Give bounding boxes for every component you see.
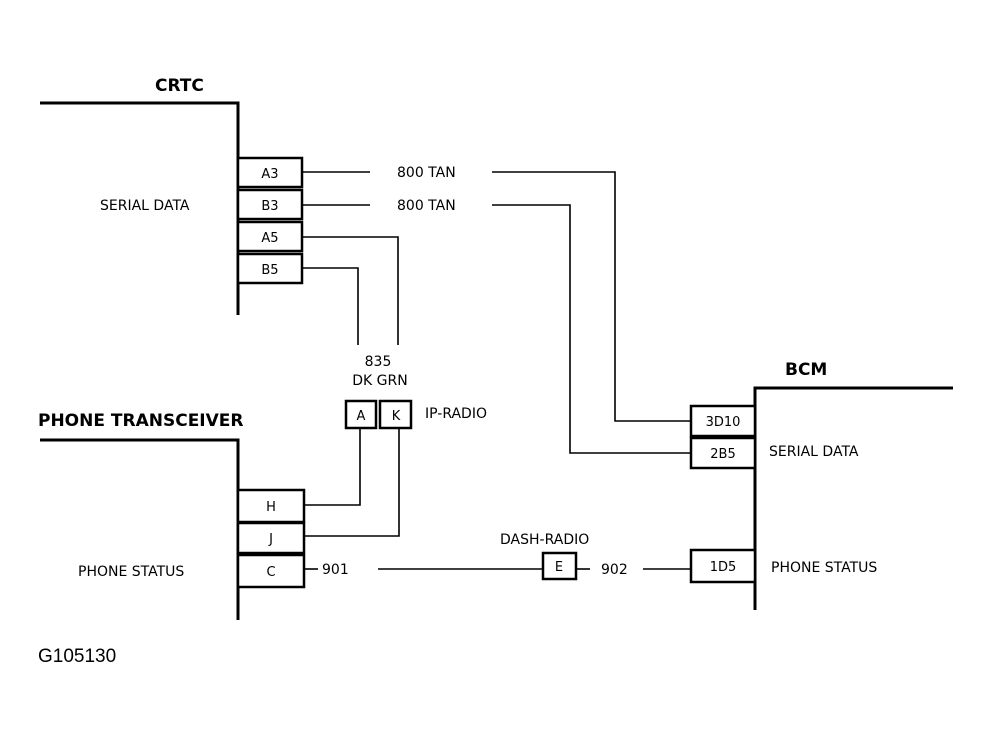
svg-text:B3: B3 xyxy=(261,199,278,214)
wire-a3-to-3d10: 800 TAN xyxy=(302,165,691,422)
svg-text:H: H xyxy=(266,500,276,515)
phone-status-label: PHONE STATUS xyxy=(78,564,184,580)
svg-text:3D10: 3D10 xyxy=(706,415,741,430)
bcm-phone-status-label: PHONE STATUS xyxy=(771,560,877,576)
crtc-pin-a3: A3 xyxy=(236,156,304,189)
svg-text:A5: A5 xyxy=(261,231,278,246)
svg-text:1D5: 1D5 xyxy=(710,560,737,575)
phone-transceiver-title: PHONE TRANSCEIVER xyxy=(38,411,244,431)
bcm-pin-3d10: 3D10 xyxy=(689,404,757,438)
wire-b3-to-2b5: 800 TAN xyxy=(302,198,691,454)
svg-text:A3: A3 xyxy=(261,167,278,182)
bcm-module: BCM SERIAL DATA PHONE STATUS 3D10 2B5 1D… xyxy=(689,360,953,610)
svg-text:C: C xyxy=(266,565,275,580)
dash-radio-connector: E DASH-RADIO xyxy=(500,532,589,581)
wire-dash-radio-to-1d5: 902 xyxy=(576,562,691,578)
wire-label-800-tan-a3: 800 TAN xyxy=(397,165,456,181)
wire-c-to-dash-radio: 901 xyxy=(304,562,543,578)
phone-pin-j: J xyxy=(236,521,306,555)
bcm-pin-1d5: 1D5 xyxy=(689,548,757,584)
wire-ip-radio-k-to-j xyxy=(304,428,400,537)
phone-pin-c: C xyxy=(236,553,306,589)
wire-a5-to-ip-radio-k xyxy=(302,236,399,345)
wire-label-835: 835 xyxy=(365,354,392,370)
dash-radio-label: DASH-RADIO xyxy=(500,532,589,548)
crtc-pin-a5: A5 xyxy=(236,220,304,253)
wire-label-902: 902 xyxy=(601,562,628,578)
ip-radio-connector: A K IP-RADIO xyxy=(344,399,487,430)
ip-radio-pin-k: K xyxy=(392,409,401,424)
crtc-serial-data-label: SERIAL DATA xyxy=(100,198,190,214)
phone-transceiver-module: PHONE TRANSCEIVER PHONE STATUS H J C xyxy=(38,411,306,620)
crtc-module: CRTC SERIAL DATA A3 B3 A5 B5 xyxy=(40,76,304,315)
svg-text:B5: B5 xyxy=(261,263,278,278)
figure-id: G105130 xyxy=(38,646,116,667)
wire-b5-to-ip-radio-a xyxy=(302,267,359,345)
ip-radio-pin-a: A xyxy=(357,409,366,424)
phone-pin-h: H xyxy=(236,488,306,524)
svg-text:2B5: 2B5 xyxy=(710,447,735,462)
crtc-pin-b3: B3 xyxy=(236,188,304,221)
bcm-title: BCM xyxy=(785,360,827,380)
ip-radio-label: IP-RADIO xyxy=(425,406,487,422)
crtc-pin-b5: B5 xyxy=(236,252,304,285)
bcm-pin-2b5: 2B5 xyxy=(689,436,757,470)
svg-text:J: J xyxy=(268,532,273,547)
wire-label-800-tan-b3: 800 TAN xyxy=(397,198,456,214)
dash-radio-pin-e: E xyxy=(555,560,563,575)
wire-label-dk-grn: DK GRN xyxy=(352,373,407,389)
wire-label-901: 901 xyxy=(322,562,349,578)
wire-ip-radio-a-to-h xyxy=(304,428,361,506)
bcm-serial-data-label: SERIAL DATA xyxy=(769,444,859,460)
crtc-title: CRTC xyxy=(155,76,204,96)
